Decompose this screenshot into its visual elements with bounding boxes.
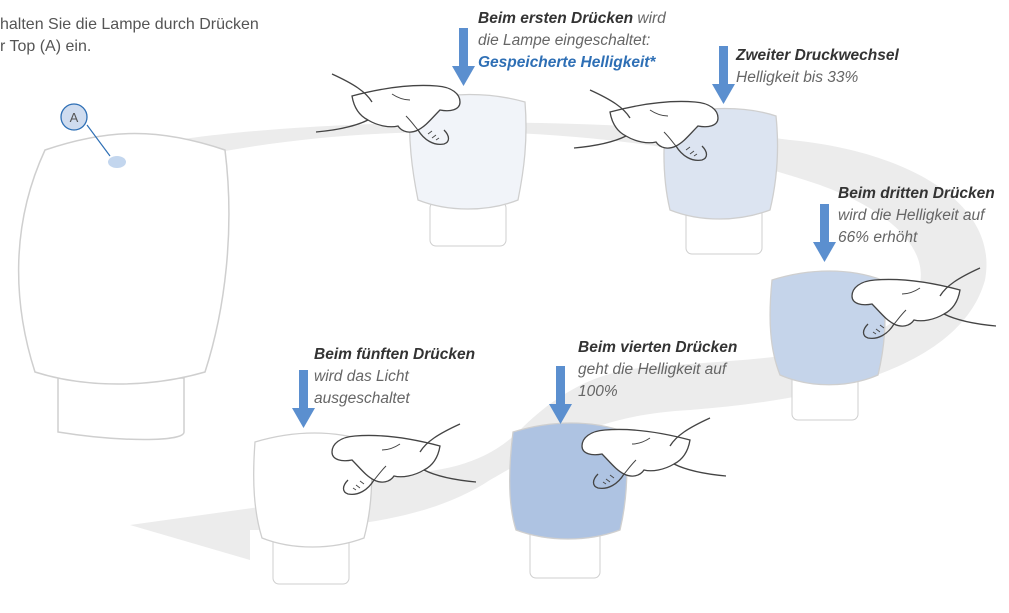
step-1-title: Beim ersten Drücken (478, 10, 634, 27)
step-1-line-3: Gespeicherte Helligkeit* (478, 54, 656, 71)
step-5-title: Beim fünften Drücken (314, 346, 476, 363)
step-5-line-3: ausgeschaltet (314, 390, 410, 407)
step-1-text: Beim ersten Drücken wird die Lampe einge… (478, 8, 666, 74)
step-2-title: Zweiter Druckwechsel (736, 47, 899, 64)
lamp-large: A (17, 103, 230, 441)
touch-top-marker (108, 156, 126, 168)
intro-text: halten Sie die Lampe durch Drücken r Top… (0, 14, 259, 58)
step-3-line-3: 66% erhöht (838, 229, 918, 246)
step-2-line-2: Helligkeit bis 33% (736, 69, 859, 86)
step-4-title: Beim vierten Drücken (578, 339, 738, 356)
step-5-line-2: wird das Licht (314, 368, 409, 385)
marker-a-circle (60, 103, 88, 131)
lamp-step-1 (408, 93, 527, 247)
step-3-line-2: wird die Helligkeit auf (838, 207, 985, 224)
lamp-step-2 (663, 107, 779, 255)
step-4-line-3: 100% (578, 383, 618, 400)
intro-line-1: halten Sie die Lampe durch Drücken (0, 16, 259, 33)
step-3-title: Beim dritten Drücken (838, 185, 995, 202)
intro-line-2: r Top (A) ein. (0, 38, 92, 55)
lamp-step-5 (253, 432, 373, 585)
step-4-text: Beim vierten Drücken geht die Helligkeit… (578, 337, 737, 403)
press-arrow-4 (549, 366, 572, 424)
step-4-line-2: geht die Helligkeit auf (578, 361, 727, 378)
step-5-text: Beim fünften Drücken wird das Licht ausg… (314, 344, 475, 410)
flow-arrow (110, 122, 987, 560)
press-arrow-5 (292, 370, 315, 428)
press-arrows (292, 28, 836, 428)
press-arrow-1 (452, 28, 475, 86)
marker-a-label: A (70, 110, 79, 125)
step-2-text: Zweiter Druckwechsel Helligkeit bis 33% (736, 45, 899, 89)
step-1-rest: wird (633, 10, 666, 27)
step-1-line-2: die Lampe eingeschaltet: (478, 32, 651, 49)
step-3-text: Beim dritten Drücken wird die Helligkeit… (838, 183, 995, 249)
press-arrow-3 (813, 204, 836, 262)
press-arrow-2 (712, 46, 735, 104)
